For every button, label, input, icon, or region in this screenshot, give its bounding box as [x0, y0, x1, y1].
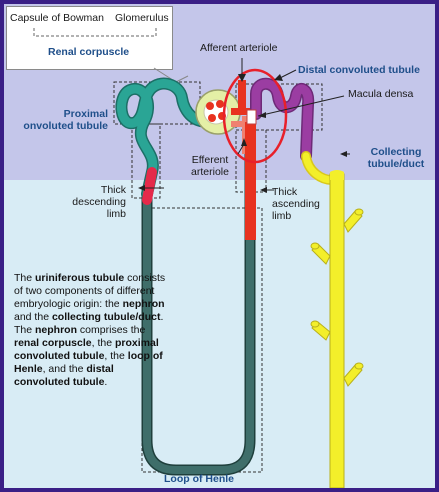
para-text: , the — [104, 350, 128, 362]
para-bold: nephron — [35, 324, 78, 336]
collecting-branches — [310, 208, 364, 387]
thick-desc-line2: descending — [72, 196, 126, 208]
para-text: , and the — [42, 363, 87, 375]
para-bold: collecting tubule/duct — [51, 311, 161, 323]
para-text: The — [14, 272, 36, 284]
thick-asc-line1: Thick — [272, 186, 298, 198]
afferent-arteriole-label: Afferent arteriole — [200, 42, 278, 54]
proximal-label-line2: onvoluted tubule — [23, 120, 108, 132]
thick-ascending-segment — [245, 122, 256, 240]
thick-ascending-limb-label: Thick ascending limb — [272, 186, 320, 222]
thick-desc-line3: limb — [106, 208, 126, 220]
distal-tubule — [251, 79, 313, 161]
thick-descending-limb-label: Thick descending limb — [64, 184, 126, 220]
collecting-label-line1: Collecting — [370, 146, 422, 158]
proximal-tubule — [116, 79, 217, 199]
efferent-label-line2: arteriole — [191, 166, 229, 178]
para-bold: proximal convoluted tubule — [14, 337, 159, 362]
glomerulus-label: Glomerulus — [115, 12, 169, 24]
description-paragraph: The uriniferous tubule consists of two c… — [14, 272, 172, 389]
para-text: . — [104, 376, 108, 388]
para-text: consists of two components of different … — [14, 272, 166, 310]
distal-convoluted-tubule-label: Distal convoluted tubule — [298, 64, 420, 76]
thick-desc-line1: Thick — [100, 184, 126, 196]
juxtaglomerular-highlight — [222, 68, 288, 164]
diagram-frame: Capsule of Bowman Glomerulus Renal corpu… — [4, 4, 435, 488]
para-text: , the — [91, 337, 115, 349]
loop-of-henle-tube — [143, 138, 254, 474]
para-bold: nephron — [122, 298, 165, 310]
nephron-drawing — [33, 28, 364, 488]
collecting-label-line2: tubule/duct — [367, 158, 425, 170]
collecting-duct — [329, 173, 345, 488]
thick-asc-line3: limb — [272, 210, 292, 222]
afferent-arteriole-shape — [238, 80, 246, 114]
para-bold: loop of Henle — [14, 350, 163, 375]
macula-densa-shape — [246, 109, 257, 125]
loop-of-henle-label: Loop of Henle — [164, 473, 234, 485]
para-bold: uriniferous tubule — [35, 272, 125, 284]
renal-corpuscle-label: Renal corpuscle — [48, 46, 130, 58]
para-bold: renal corpuscle — [14, 337, 92, 349]
efferent-label-line1: Efferent — [191, 154, 229, 166]
para-text: and the — [14, 311, 52, 323]
para-text: comprises the — [77, 324, 146, 336]
proximal-label-line1: Proximal — [63, 108, 108, 120]
collecting-duct-label: Collecting tubule/duct — [360, 146, 432, 170]
thick-descending-segment — [142, 167, 157, 205]
macula-densa-label: Macula densa — [348, 88, 414, 100]
proximal-label: Proximal onvoluted tubule — [8, 108, 108, 132]
thick-asc-line2: ascending — [272, 198, 320, 210]
capsule-of-bowman-label: Capsule of Bowman — [10, 12, 104, 24]
para-text: . The — [14, 311, 164, 336]
renal-corpuscle-callout — [6, 6, 173, 70]
efferent-arteriole-label: Efferent arteriole — [182, 154, 238, 178]
para-bold: distal convoluted tubule — [14, 363, 114, 388]
